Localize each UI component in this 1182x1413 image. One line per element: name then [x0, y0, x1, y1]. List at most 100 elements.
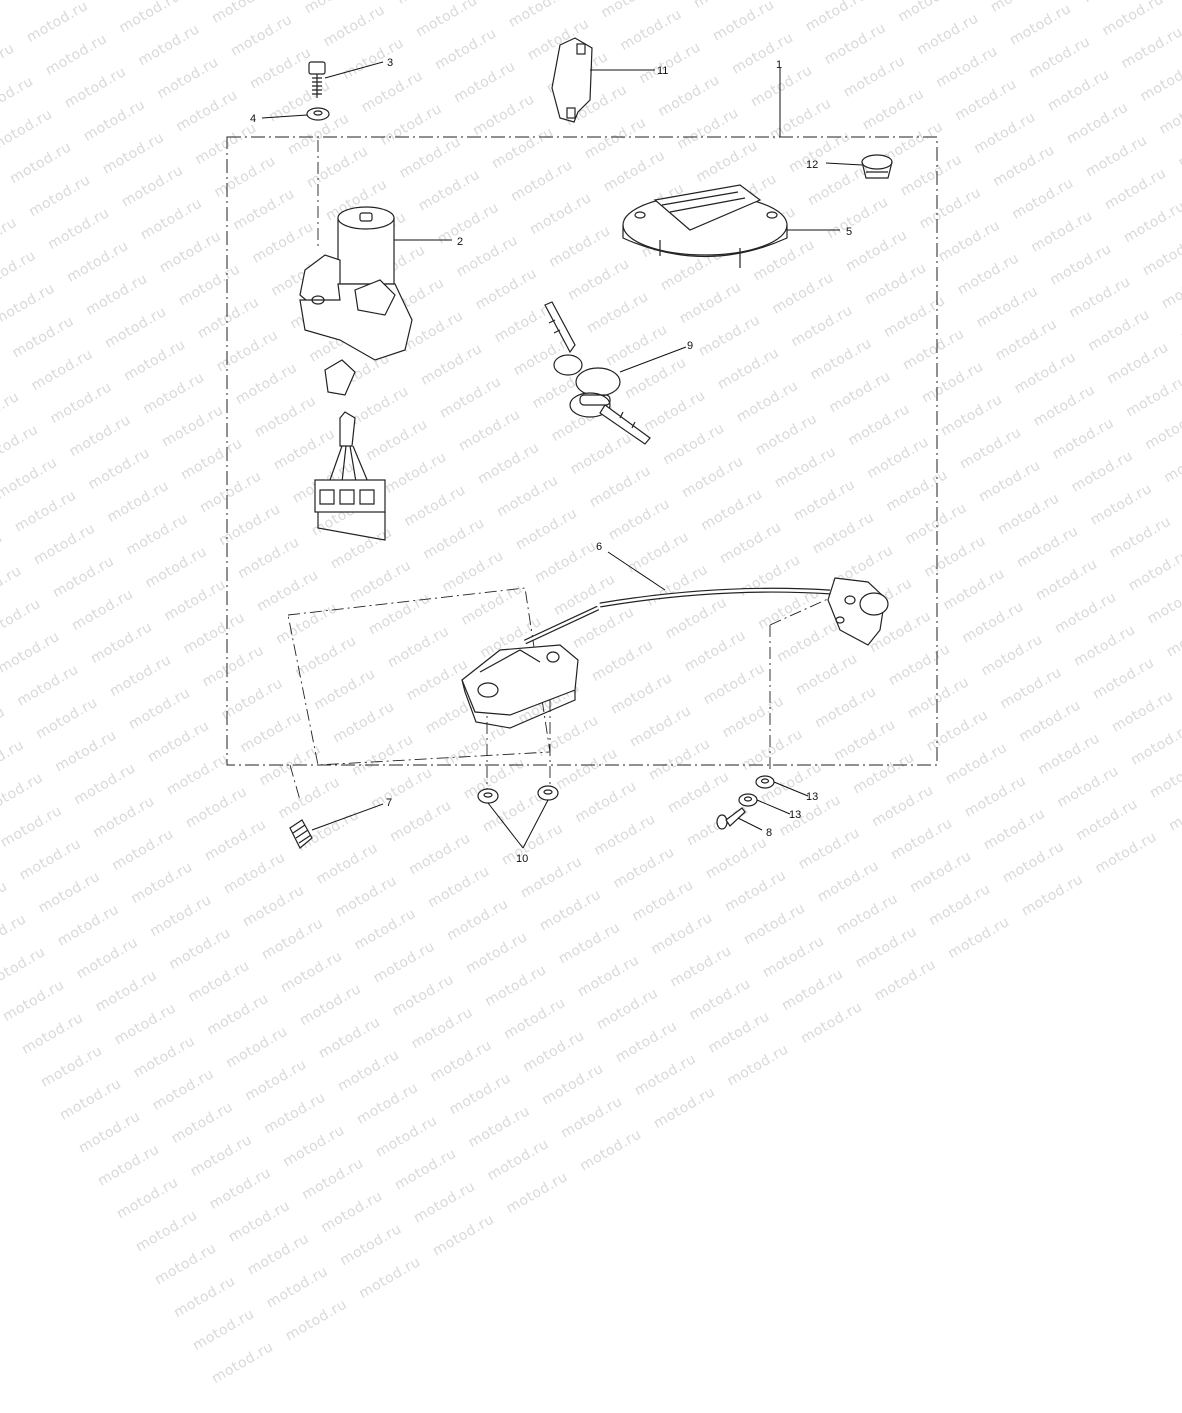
- watermark-text: motod.ru: [779, 966, 847, 1015]
- watermark-text: motod.ru: [446, 1070, 514, 1119]
- callout-3: 3: [387, 57, 393, 69]
- callout-9: 9: [687, 340, 693, 352]
- watermark-text: motod.ru: [114, 1174, 182, 1223]
- watermark-text: motod.ru: [370, 938, 438, 987]
- watermark-text: motod.ru: [411, 1178, 479, 1227]
- watermark-text: motod.ru: [373, 1112, 441, 1161]
- watermark-text: motod.ru: [705, 1008, 773, 1057]
- watermark-text: motod.ru: [760, 933, 828, 982]
- watermark-text: motod.ru: [354, 1079, 422, 1128]
- washer-part-10b: [537, 785, 559, 801]
- watermark-text: motod.ru: [54, 901, 122, 950]
- cable-part-6: [523, 587, 831, 645]
- watermark-text: motod.ru: [280, 1122, 348, 1171]
- watermark-text: motod.ru: [593, 985, 661, 1034]
- watermark-text: motod.ru: [147, 891, 215, 940]
- watermark-text: motod.ru: [261, 1089, 329, 1138]
- watermark-text: motod.ru: [430, 1211, 498, 1260]
- watermark-text: motod.ru: [244, 1230, 312, 1279]
- watermark-text: motod.ru: [149, 1066, 217, 1115]
- callout-5: 5: [846, 226, 852, 238]
- plug-part-12: [861, 154, 893, 179]
- watermark-text: motod.ru: [282, 1296, 350, 1345]
- watermark-text: motod.ru: [667, 942, 735, 991]
- watermark-text: motod.ru: [852, 923, 920, 972]
- watermark-text: motod.ru: [297, 981, 365, 1030]
- watermark-text: motod.ru: [484, 1136, 552, 1185]
- watermark-text: motod.ru: [130, 1033, 198, 1082]
- exploded-view-drawing: 1 2 3 4 5 6 7 8 9 10 11 12 13 13: [226, 37, 938, 865]
- watermark-text: motod.ru: [0, 976, 68, 1025]
- watermark-text: motod.ru: [408, 1004, 476, 1053]
- watermark-text: motod.ru: [19, 1009, 87, 1058]
- watermark-text: motod.ru: [204, 990, 272, 1039]
- watermark-text: motod.ru: [0, 944, 49, 993]
- callout-13a: 13: [806, 791, 818, 803]
- watermark-text: motod.ru: [206, 1164, 274, 1213]
- callout-12: 12: [806, 159, 818, 171]
- watermark-text: motod.ru: [463, 929, 531, 977]
- watermark-text: motod.ru: [278, 948, 346, 997]
- callout-8: 8: [766, 827, 772, 839]
- watermark-text: motod.ru: [166, 924, 234, 973]
- watermark-text: motod.ru: [111, 1000, 179, 1049]
- washer-part-10a: [477, 788, 499, 804]
- watermark-text: motod.ru: [316, 1014, 384, 1062]
- watermark-text: motod.ru: [798, 998, 866, 1047]
- watermark-text: motod.ru: [520, 1027, 588, 1076]
- watermark-text: motod.ru: [833, 890, 901, 939]
- watermark-text: motod.ru: [318, 1188, 386, 1237]
- watermark-text: motod.ru: [152, 1240, 220, 1289]
- watermark-text: motod.ru: [686, 975, 754, 1024]
- callout-1: 1: [776, 59, 782, 71]
- watermark-text: motod.ru: [631, 1051, 699, 1100]
- leader-lines: [261, 61, 863, 849]
- watermark-text: motod.ru: [57, 1075, 125, 1124]
- watermark-text: motod.ru: [945, 913, 1013, 962]
- watermark-text: motod.ru: [871, 956, 939, 1005]
- watermark-text: motod.ru: [555, 919, 623, 968]
- watermark-text: motod.ru: [356, 1253, 424, 1302]
- watermark-text: motod.ru: [225, 1197, 293, 1246]
- watermark-text: motod.ru: [444, 896, 512, 945]
- watermark-text: motod.ru: [465, 1103, 533, 1152]
- watermark-text: motod.ru: [223, 1023, 291, 1072]
- callout-11: 11: [657, 65, 668, 77]
- watermark-text: motod.ru: [0, 911, 30, 960]
- washer-part-13b: [738, 793, 758, 807]
- watermark-text: motod.ru: [187, 1131, 255, 1180]
- pin-part-8: [716, 807, 746, 830]
- watermark-text: motod.ru: [190, 1306, 258, 1355]
- watermark-text: motod.ru: [73, 934, 141, 983]
- watermark-text: motod.ru: [337, 1221, 405, 1270]
- cable-lock-body: [827, 577, 889, 646]
- callout-2: 2: [457, 236, 463, 248]
- watermark-text: motod.ru: [299, 1155, 367, 1204]
- keys-part-9: [544, 301, 651, 445]
- watermark-text: motod.ru: [539, 1060, 607, 1109]
- watermark-text: motod.ru: [259, 915, 327, 964]
- screw-part-7: [289, 819, 313, 849]
- watermark-text: motod.ru: [741, 900, 809, 949]
- kit-boundary: [226, 136, 938, 766]
- watermark-text: motod.ru: [171, 1273, 239, 1322]
- watermark-text: motod.ru: [612, 1018, 680, 1067]
- watermark-text: motod.ru: [335, 1046, 403, 1095]
- callout-10: 10: [516, 853, 528, 865]
- bracket-part-11: [551, 37, 593, 123]
- watermark-text: motod.ru: [263, 1263, 331, 1312]
- watermark-text: motod.ru: [38, 1042, 106, 1091]
- watermark-text: motod.ru: [482, 961, 550, 1010]
- watermark-text: motod.ru: [427, 1037, 495, 1086]
- watermark-text: motod.ru: [209, 1338, 277, 1387]
- fuel-cap-part-5: [622, 184, 788, 268]
- ignition-connector: [314, 411, 386, 541]
- watermark-text: motod.ru: [351, 905, 419, 954]
- watermark-text: motod.ru: [536, 886, 604, 935]
- watermark-text: motod.ru: [185, 957, 253, 1006]
- lock-guide-lines: [287, 140, 831, 801]
- ignition-switch-part-2: [299, 206, 413, 396]
- watermark-text: motod.ru: [76, 1108, 144, 1157]
- watermark-text: motod.ru: [724, 1041, 792, 1090]
